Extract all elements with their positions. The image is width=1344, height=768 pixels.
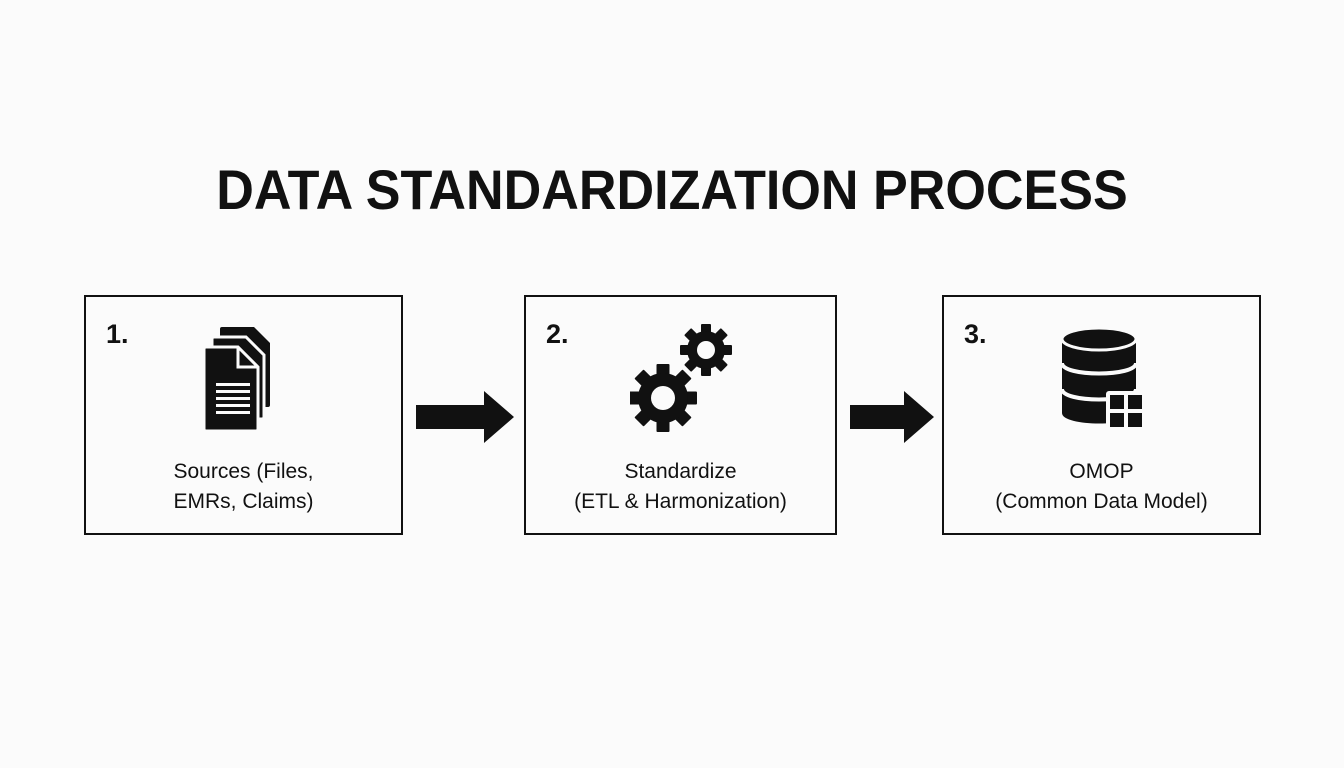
step-box-standardize: 2. Standardize (ETL & [524, 295, 837, 535]
step-label-line2: (ETL & Harmonization) [574, 490, 787, 513]
database-icon [1060, 326, 1146, 431]
gears-icon [630, 324, 732, 432]
step-number: 1. [106, 319, 129, 349]
documents-icon [202, 327, 270, 433]
step-label: Sources (Files, EMRs, Claims) [86, 457, 401, 517]
right-arrow-icon [850, 391, 934, 443]
step-label: OMOP (Common Data Model) [944, 457, 1259, 517]
step-box-omop: 3. OMOP (Common Data Model) [942, 295, 1261, 535]
step-label-line2: EMRs, Claims) [173, 490, 314, 513]
step-number: 3. [964, 319, 987, 349]
step-number: 2. [546, 319, 569, 349]
step-box-sources: 1. Sources (Files, EMRs, Claims) [84, 295, 403, 535]
right-arrow-icon [416, 391, 514, 443]
step-label-line1: Standardize [624, 460, 737, 483]
step-label-line2: (Common Data Model) [995, 490, 1208, 513]
step-label-line1: Sources (Files, [173, 460, 314, 483]
step-label: Standardize (ETL & Harmonization) [526, 457, 835, 517]
step-label-line1: OMOP [1069, 460, 1134, 483]
diagram-title: DATA STANDARDIZATION PROCESS [216, 158, 1128, 221]
